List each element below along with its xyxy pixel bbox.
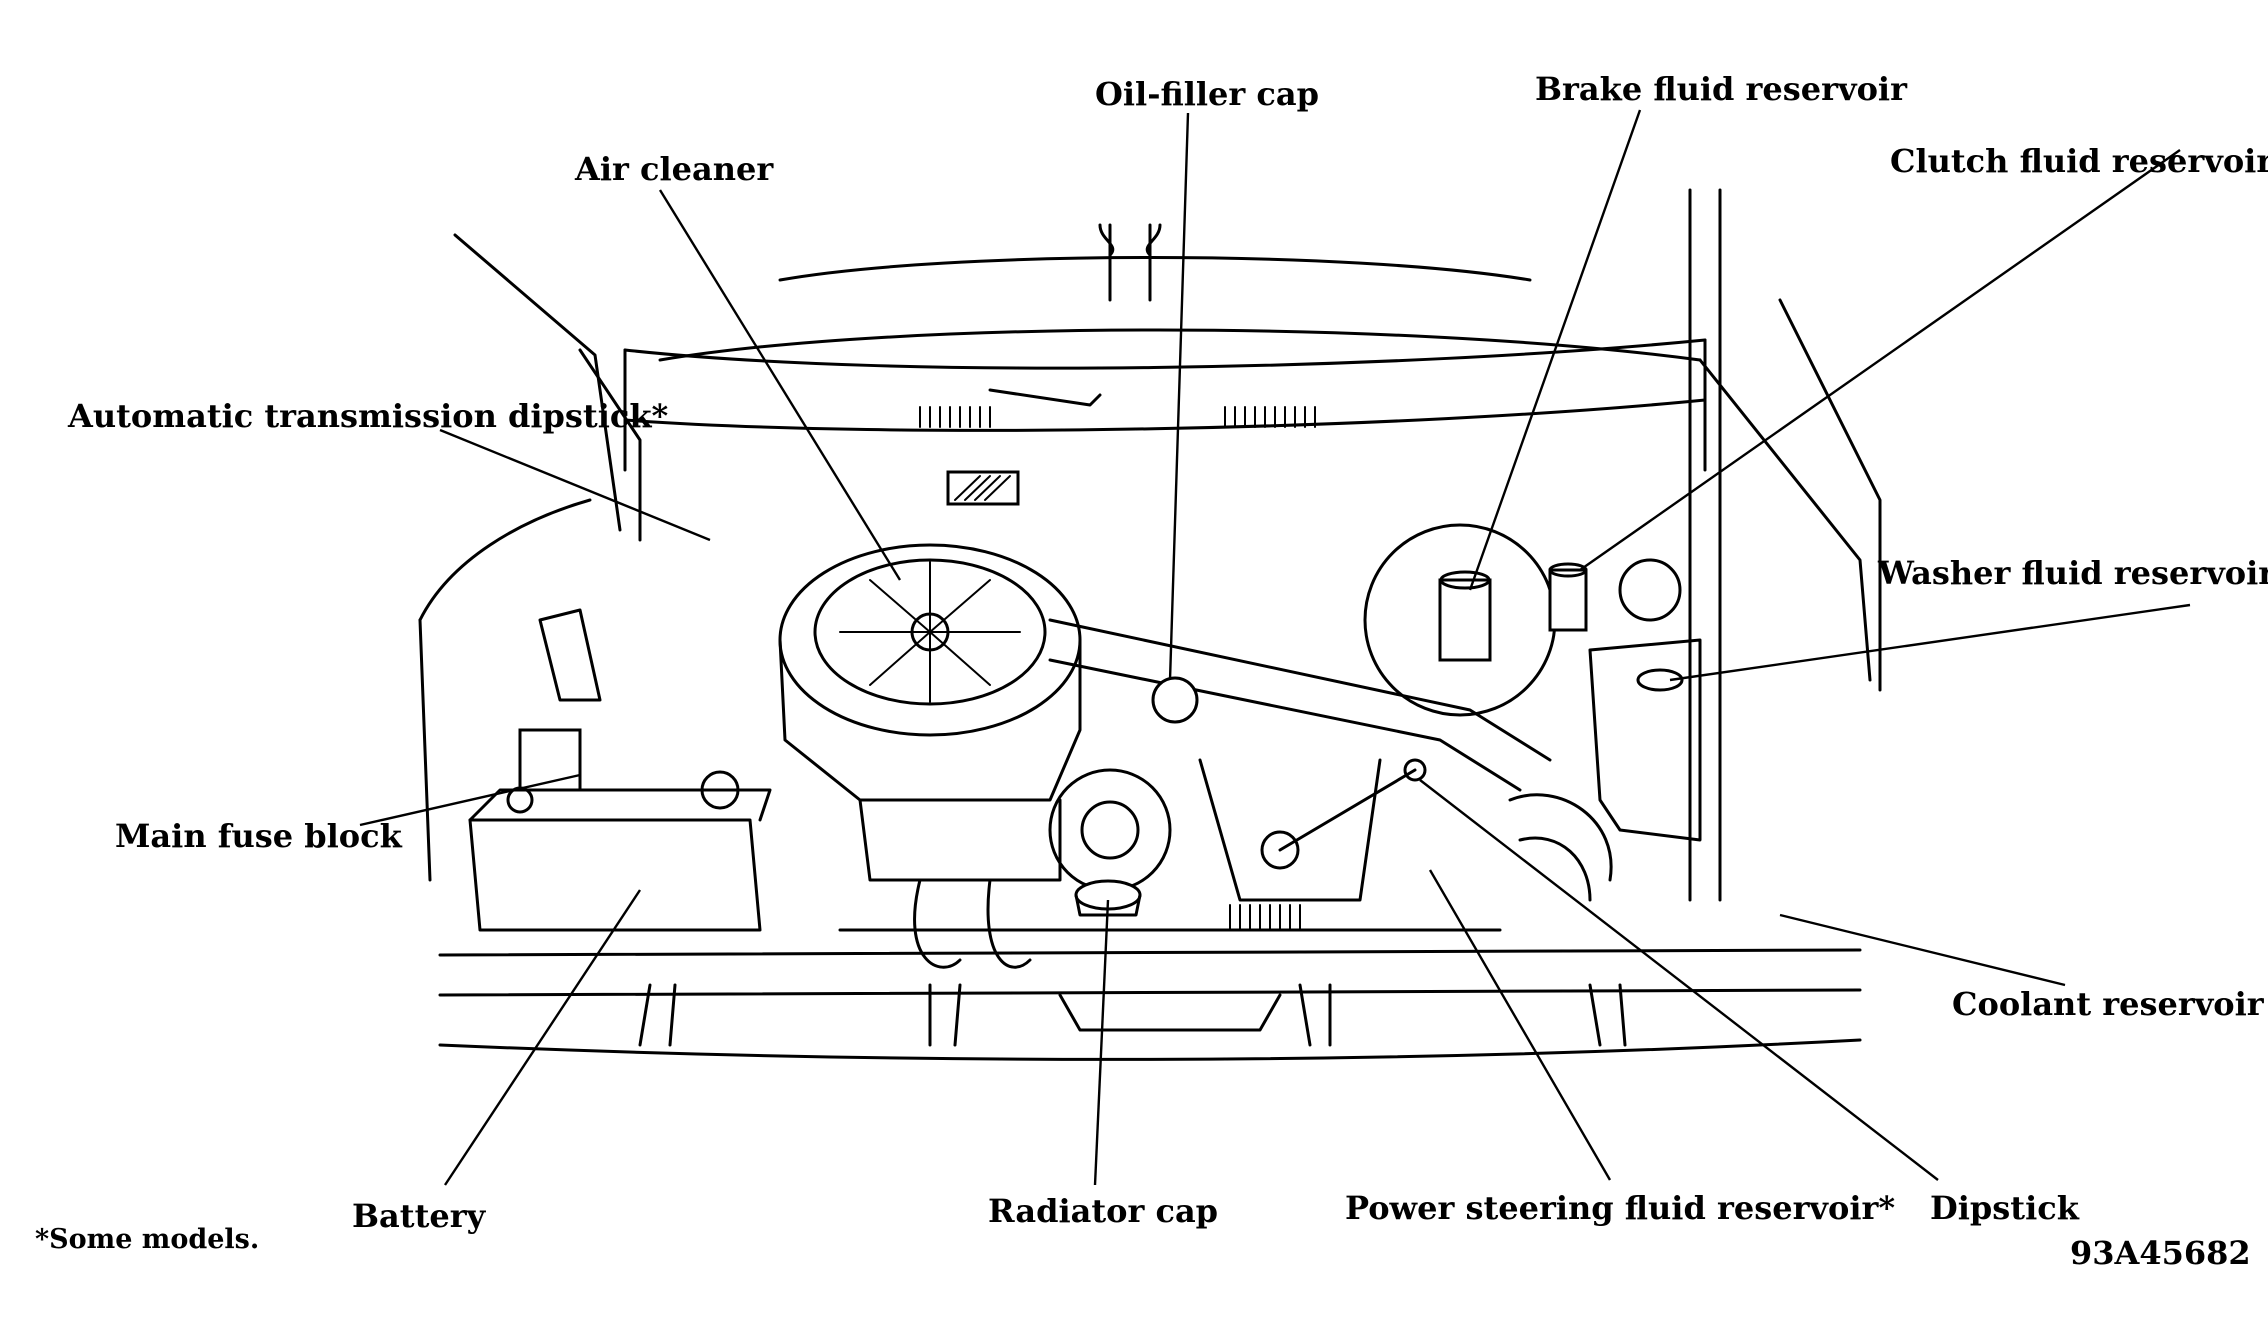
front-support — [438, 948, 1862, 1061]
washer-reservoir — [1588, 558, 1702, 842]
label-air-cleaner: Air cleaner — [575, 150, 774, 188]
fenders — [418, 188, 1882, 902]
leader-lines — [359, 109, 2191, 1186]
dipstick-hose — [1278, 758, 1613, 902]
air-cleaner-shape — [778, 543, 1082, 802]
label-clutch-fluid-reservoir: Clutch fluid reservoir* — [1890, 142, 2268, 180]
label-dipstick: Dipstick — [1930, 1189, 2079, 1227]
label-coolant-reservoir: Coolant reservoir — [1952, 985, 2264, 1023]
battery-area — [468, 608, 772, 932]
label-battery: Battery — [352, 1197, 486, 1235]
label-power-steering-fluid-reservoir: Power steering fluid reservoir* — [1345, 1189, 1896, 1227]
brake-booster — [1363, 523, 1588, 717]
label-washer-fluid-reservoir: Washer fluid reservoir — [1878, 554, 2268, 592]
label-oil-filler-cap: Oil-filler cap — [1095, 75, 1319, 113]
label-main-fuse-block: Main fuse block — [115, 817, 402, 855]
footnote: *Some models. — [35, 1224, 260, 1255]
label-automatic-transmission-dipstick: Automatic transmission dipstick* — [68, 397, 669, 435]
cowl — [623, 338, 1707, 506]
radiator-area — [838, 879, 1502, 932]
label-radiator-cap: Radiator cap — [988, 1192, 1219, 1230]
label-brake-fluid-reservoir: Brake fluid reservoir — [1535, 70, 1907, 108]
figure-id: 93A45682 — [2070, 1234, 2251, 1272]
engine-block — [858, 618, 1552, 969]
